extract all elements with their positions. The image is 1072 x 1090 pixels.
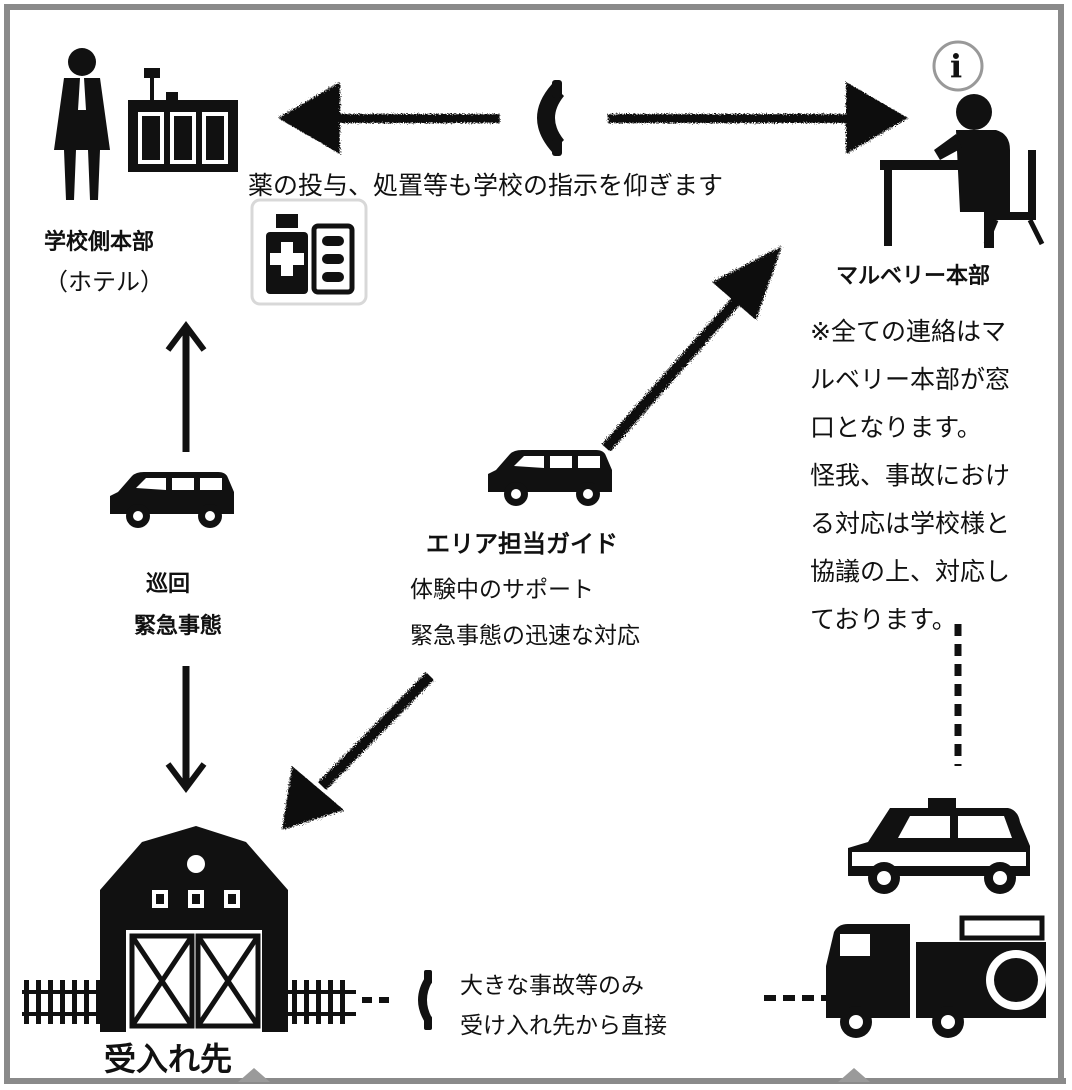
area-guide-title: エリア担当ガイド	[426, 530, 618, 558]
operator-icon	[880, 94, 1045, 248]
area-guide-line1: 体験中のサポート	[410, 577, 594, 603]
frame-notch-right	[838, 1068, 870, 1082]
phone-icon	[418, 970, 432, 1030]
barn-icon	[22, 826, 356, 1032]
frame-bottom-line	[4, 1078, 1066, 1084]
arrow-guide-host	[282, 672, 434, 830]
receptionist-icon	[54, 48, 238, 200]
school-hq-title: 学校側本部	[44, 230, 155, 255]
taxi-icon	[848, 798, 1030, 894]
phone-icon	[537, 80, 564, 156]
medicine-icon	[250, 198, 368, 306]
diagram-frame	[4, 4, 1064, 1078]
area-guide-line2: 緊急事態の迅速な対応	[410, 623, 640, 649]
mulberry-note-line: 口となります。	[810, 413, 982, 442]
patrol-label: 巡回	[146, 572, 191, 597]
arrow-school-mulberry	[278, 82, 908, 154]
mulberry-note-line: 協議の上、対応し	[810, 557, 1011, 586]
mulberry-note-line: る対応は学校様と	[810, 509, 1011, 538]
mulberry-hq-title: マルベリー本部	[836, 264, 991, 289]
car-icon	[488, 450, 612, 506]
direct-contact-line1: 大きな事故等のみ	[460, 973, 644, 999]
arrow-patrol-up	[165, 321, 207, 452]
medication-note: 薬の投与、処置等も学校の指示を仰ぎます	[248, 171, 724, 200]
mulberry-note-line: ルベリー本部が窓	[810, 365, 1011, 394]
frame-notch-left	[238, 1068, 270, 1082]
mulberry-note: ※全ての連絡はマ ルベリー本部が窓 口となります。 怪我、事故におけ る対応は学…	[810, 308, 1050, 644]
emergency-label: 緊急事態	[134, 614, 223, 639]
school-hq-subtitle: （ホテル）	[44, 268, 164, 296]
car-icon	[110, 472, 234, 528]
mulberry-note-line: ※全ての連絡はマ	[810, 317, 1006, 346]
host-title: 受入れ先	[104, 1040, 233, 1078]
mulberry-note-line: ております。	[810, 605, 957, 634]
arrow-patrol-down	[165, 666, 207, 793]
info-icon	[932, 40, 984, 92]
mulberry-note-line: 怪我、事故におけ	[810, 461, 1011, 490]
fire-truck-icon	[826, 915, 1046, 1038]
info-icon-label: i	[950, 47, 963, 85]
arrow-guide-mulberry	[601, 246, 782, 452]
direct-contact-line2: 受け入れ先から直接	[460, 1013, 667, 1039]
